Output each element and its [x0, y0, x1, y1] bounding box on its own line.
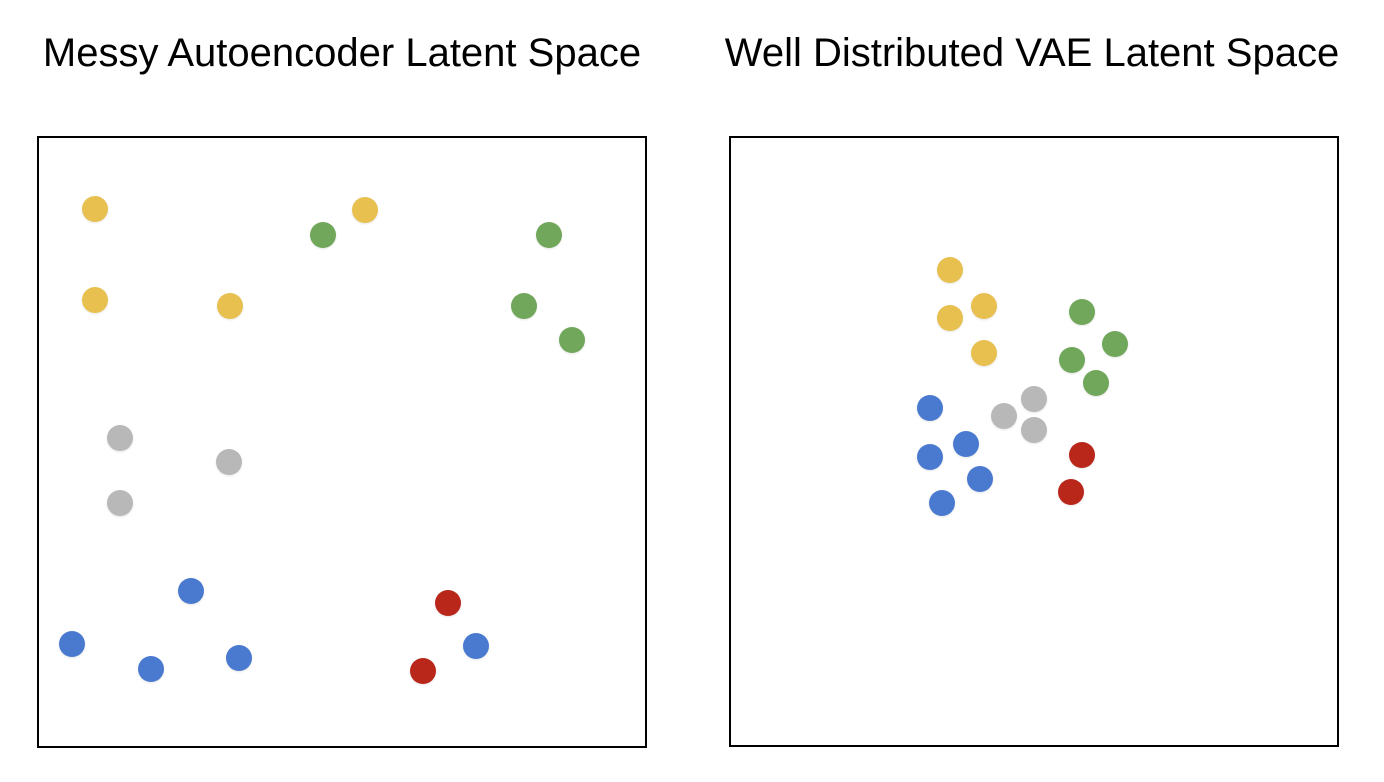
blue-cluster-point	[178, 577, 205, 604]
autoencoder-plot-title: Messy Autoencoder Latent Space	[42, 31, 642, 75]
gray-cluster-point	[1021, 416, 1047, 443]
yellow-cluster-point	[937, 304, 964, 331]
green-cluster-point	[1082, 369, 1109, 396]
yellow-cluster-point	[971, 293, 998, 320]
yellow-cluster-point	[82, 195, 109, 222]
green-cluster-point	[1058, 346, 1085, 373]
green-cluster-point	[310, 221, 337, 248]
gray-cluster-point	[1021, 386, 1047, 412]
blue-cluster-point	[916, 443, 943, 470]
vae-latent-space-plot	[729, 136, 1339, 747]
red-cluster-point	[410, 657, 437, 684]
yellow-cluster-point	[352, 196, 379, 223]
red-cluster-point	[435, 590, 462, 617]
green-cluster-point	[535, 221, 562, 248]
autoencoder-latent-space-plot	[37, 136, 647, 748]
red-cluster-point	[1068, 441, 1095, 468]
blue-cluster-point	[225, 645, 252, 672]
gray-cluster-point	[106, 489, 133, 516]
vae-plot-title: Well Distributed VAE Latent Space	[724, 31, 1340, 75]
green-cluster-point	[1068, 298, 1095, 325]
yellow-cluster-point	[971, 339, 998, 366]
blue-cluster-point	[916, 394, 943, 421]
blue-cluster-point	[928, 490, 955, 517]
blue-cluster-point	[952, 430, 979, 457]
gray-cluster-point	[106, 425, 133, 452]
green-cluster-point	[510, 292, 537, 319]
gray-cluster-point	[991, 403, 1018, 429]
blue-cluster-point	[138, 655, 165, 682]
blue-cluster-point	[462, 632, 489, 659]
blue-cluster-point	[967, 465, 994, 492]
yellow-cluster-point	[82, 286, 109, 313]
red-cluster-point	[1057, 478, 1084, 505]
green-cluster-point	[1102, 331, 1129, 358]
yellow-cluster-point	[937, 257, 964, 284]
yellow-cluster-point	[216, 292, 243, 319]
gray-cluster-point	[215, 449, 242, 476]
blue-cluster-point	[58, 631, 85, 658]
green-cluster-point	[559, 327, 586, 354]
